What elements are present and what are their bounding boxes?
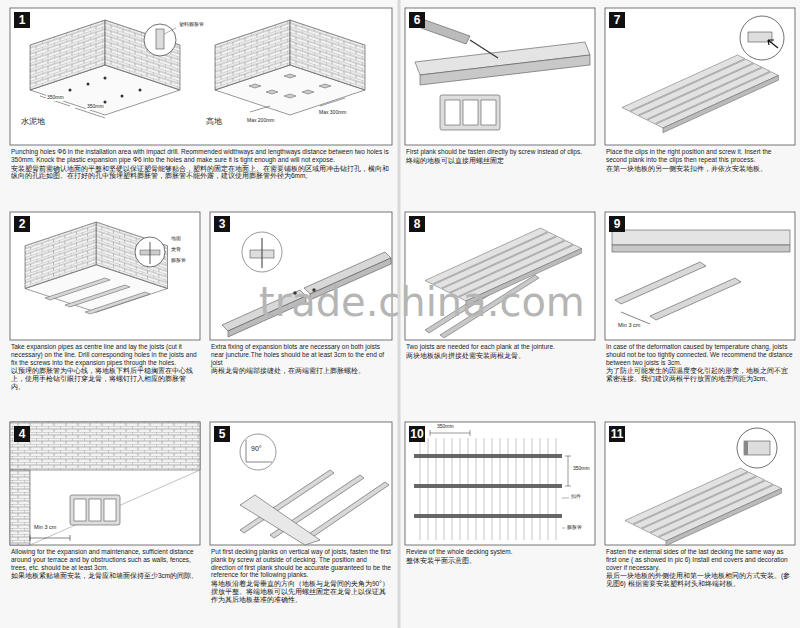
caption-english: Extra fixing of expansion blots are nece… [211,343,391,366]
step2-drawing [25,222,168,314]
drawing-label: 膨胀管 [170,258,187,264]
caption: Extra fixing of expansion blots are nece… [211,343,391,375]
drawing-label: Max 200mm [246,118,276,124]
callout-number: 11 [609,426,625,442]
drawing-label: 塑料膨胀管 [178,22,205,28]
caption-chinese: 最后一块地板的外侧使用和第一块地板相同的方式安装。(参见图6) 根据需要安装塑料… [606,572,794,588]
callout-number: 6 [409,12,425,28]
drawing-label: 350mm [46,95,65,101]
drawing-label: 膨胀管 [566,525,583,531]
callout-number: 8 [409,216,425,232]
callout-number: 7 [609,12,625,28]
step-panel: 2Take expansion pipes as centre line and… [10,212,200,420]
callout-number: 5 [214,426,230,442]
step-panel: 11Fasten the external sides of the last … [605,422,795,627]
drawing-label: 地面 [170,236,182,242]
step5-drawing [240,434,389,545]
caption-english: In case of the deformation caused by tem… [606,343,794,366]
caption: Place the clips in the right position an… [606,148,794,172]
caption-chinese: 如果地板紧贴墙面安装，龙骨应和墙面保持至少3cm的间隙。 [11,572,199,580]
caption-chinese: 为了防止可能发生的因温度变化引起的形变，地板之间不宜紧密连接。我们建议两根平行放… [606,367,794,383]
callout-number: 2 [14,216,30,232]
caption: Put first decking planks on vertical way… [211,548,391,604]
caption-english: Fasten the external sides of the last de… [606,548,794,571]
caption: First plank should be fasten directly by… [406,148,594,165]
step-panel: 6First plank should be fasten directly b… [405,8,595,208]
caption: Take expansion pipes as centre line and … [11,343,199,391]
callout-number: 1 [14,12,30,28]
caption-english: Review of the whole decking system. [406,548,594,556]
caption-english: Place the clips in the right position an… [606,148,794,164]
caption-chinese: 两根龙骨的端部接缝处，在两端需打上膨胀螺栓。 [211,367,391,375]
panel-frames [10,8,795,545]
step-panel: 1Punching holes Φ6 in the installation a… [10,8,392,208]
drawing-label: 350mm [86,104,105,110]
watermark: trade.china.com [258,280,586,324]
drawing-label: 90° [250,445,263,453]
caption-english: Punching holes Φ6 in the installation ar… [11,148,391,164]
step11-drawing [625,428,781,546]
caption-chinese: 安装塑骨前需确认地面的平整和坚硬以保证塑骨能够贴合，塑料的固定在地面上。在需要铺… [11,165,391,181]
drawing-label: 高地 [205,118,223,127]
caption: In case of the deformation caused by tem… [606,343,794,383]
caption-english: Put first decking planks on vertical way… [211,548,391,579]
step-panel: 9 In case of the deformation caused by te… [605,212,795,420]
caption-chinese: 将地板沿着龙骨垂直的方向（地板与龙骨间的夹角为90°）摆放平整。将端地板可以先用… [211,580,391,603]
caption-english: First plank should be fasten directly by… [406,148,594,156]
caption-english: Two joists are needed for each plank at … [406,343,594,351]
drawing-label: Min 3 cm [33,524,57,530]
caption-chinese: 两块地板纵向拼接处需安装两根龙骨。 [406,352,594,360]
step4-drawing [10,422,200,545]
drawing-label: Min 3 cm [617,322,641,328]
caption-chinese: 终端的地板可以直接用螺丝固定 [406,157,594,165]
step10-drawing [414,430,571,540]
drawing-label: 350mm [572,466,591,472]
caption: Punching holes Φ6 in the installation ar… [11,148,391,180]
caption-chinese: 在第一块地板的另一侧安装扣件，并依次安装地板。 [606,165,794,173]
caption: Fasten the external sides of the last de… [606,548,794,588]
callout-number: 4 [14,426,30,442]
callout-number: 9 [609,216,625,232]
step9-drawing [612,230,790,324]
callout-number: 10 [409,426,425,442]
step7-drawing [622,16,784,133]
caption-chinese: 以预埋的膨胀管为中心线，将地板下料后平稳搁置在中心线上，使用手枪钻引眼打穿龙骨，… [11,367,199,390]
caption-english: Allowing for the expansion and maintenan… [11,548,199,571]
step1-drawing [30,20,365,118]
drawing-label: Max 300mm [318,110,348,116]
caption-english: Take expansion pipes as centre line and … [11,343,199,366]
caption: Two joists are needed for each plank at … [406,343,594,360]
drawing-label: 龙骨 [170,247,182,253]
caption: Review of the whole decking system.整体安装平… [406,548,594,565]
caption-chinese: 整体安装平面示意图。 [406,557,594,565]
drawing-label: 水泥地 [20,118,46,127]
drawing-label: 扣件 [570,494,582,500]
step-panel: 5Put first decking planks on vertical wa… [210,422,392,627]
callout-number: 3 [214,216,230,232]
step-panel: 7Place the clips in the right position a… [605,8,795,208]
caption: Allowing for the expansion and maintenan… [11,548,199,580]
drawing-label: 350mm [436,424,455,430]
step6-drawing [415,20,590,130]
